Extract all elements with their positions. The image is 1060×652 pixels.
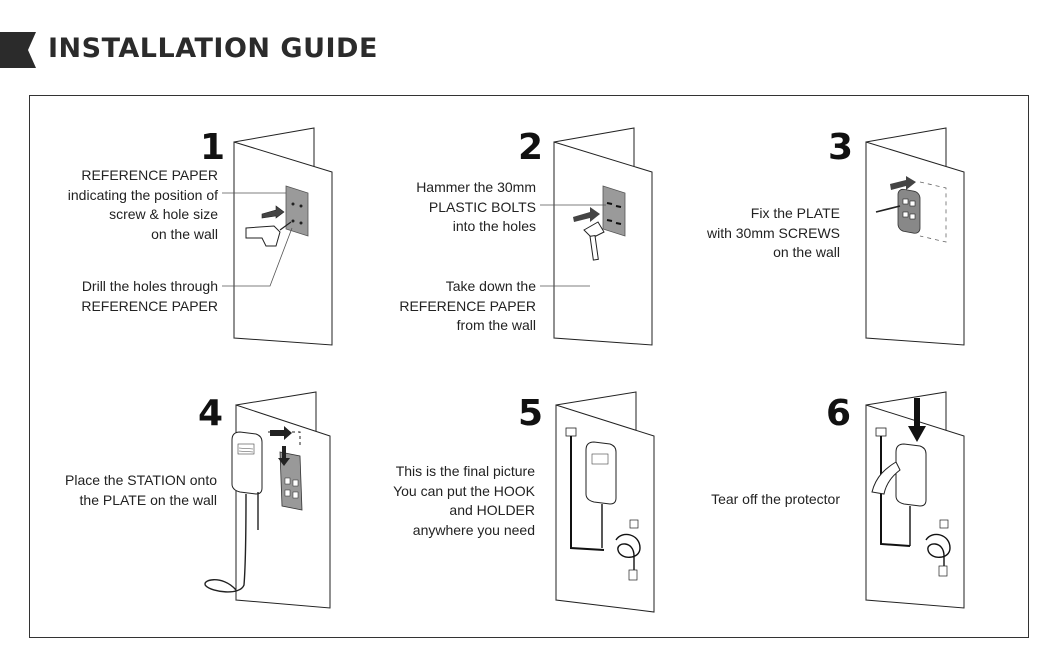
step-6-caption: Tear off the protector — [711, 491, 840, 507]
step-3-caption: Fix the PLATE with 30mm SCREWS on the wa… — [706, 205, 840, 260]
step-6-number: 6 — [826, 393, 852, 434]
step-1-illustration — [222, 127, 333, 346]
step-1-caption-a: REFERENCE PAPER indicating the position … — [67, 167, 218, 242]
page-title: INSTALLATION GUIDE — [48, 33, 378, 64]
step-3-number: 3 — [828, 127, 854, 168]
step-4-illustration — [204, 391, 331, 609]
step-4-number: 4 — [198, 393, 224, 434]
step-5-number: 5 — [518, 393, 544, 434]
step-4-caption: Place the STATION onto the PLATE on the … — [65, 472, 217, 508]
header-banner — [0, 26, 420, 74]
step-3-illustration — [865, 127, 965, 346]
step-5-illustration — [555, 391, 655, 613]
step-2-caption-b: Take down the REFERENCE PAPER from the w… — [399, 278, 536, 333]
header-tab-shape — [0, 32, 36, 68]
step-2-illustration — [540, 127, 653, 346]
step-1-number: 1 — [200, 127, 226, 168]
step-2-caption-a: Hammer the 30mm PLASTIC BOLTS into the h… — [416, 179, 536, 234]
step-5-caption: This is the final picture You can put th… — [393, 463, 535, 538]
guide-frame — [29, 95, 1029, 638]
step-6-illustration — [865, 391, 965, 609]
step-1-caption-b: Drill the holes through REFERENCE PAPER — [81, 278, 218, 314]
step-2-number: 2 — [518, 127, 544, 168]
